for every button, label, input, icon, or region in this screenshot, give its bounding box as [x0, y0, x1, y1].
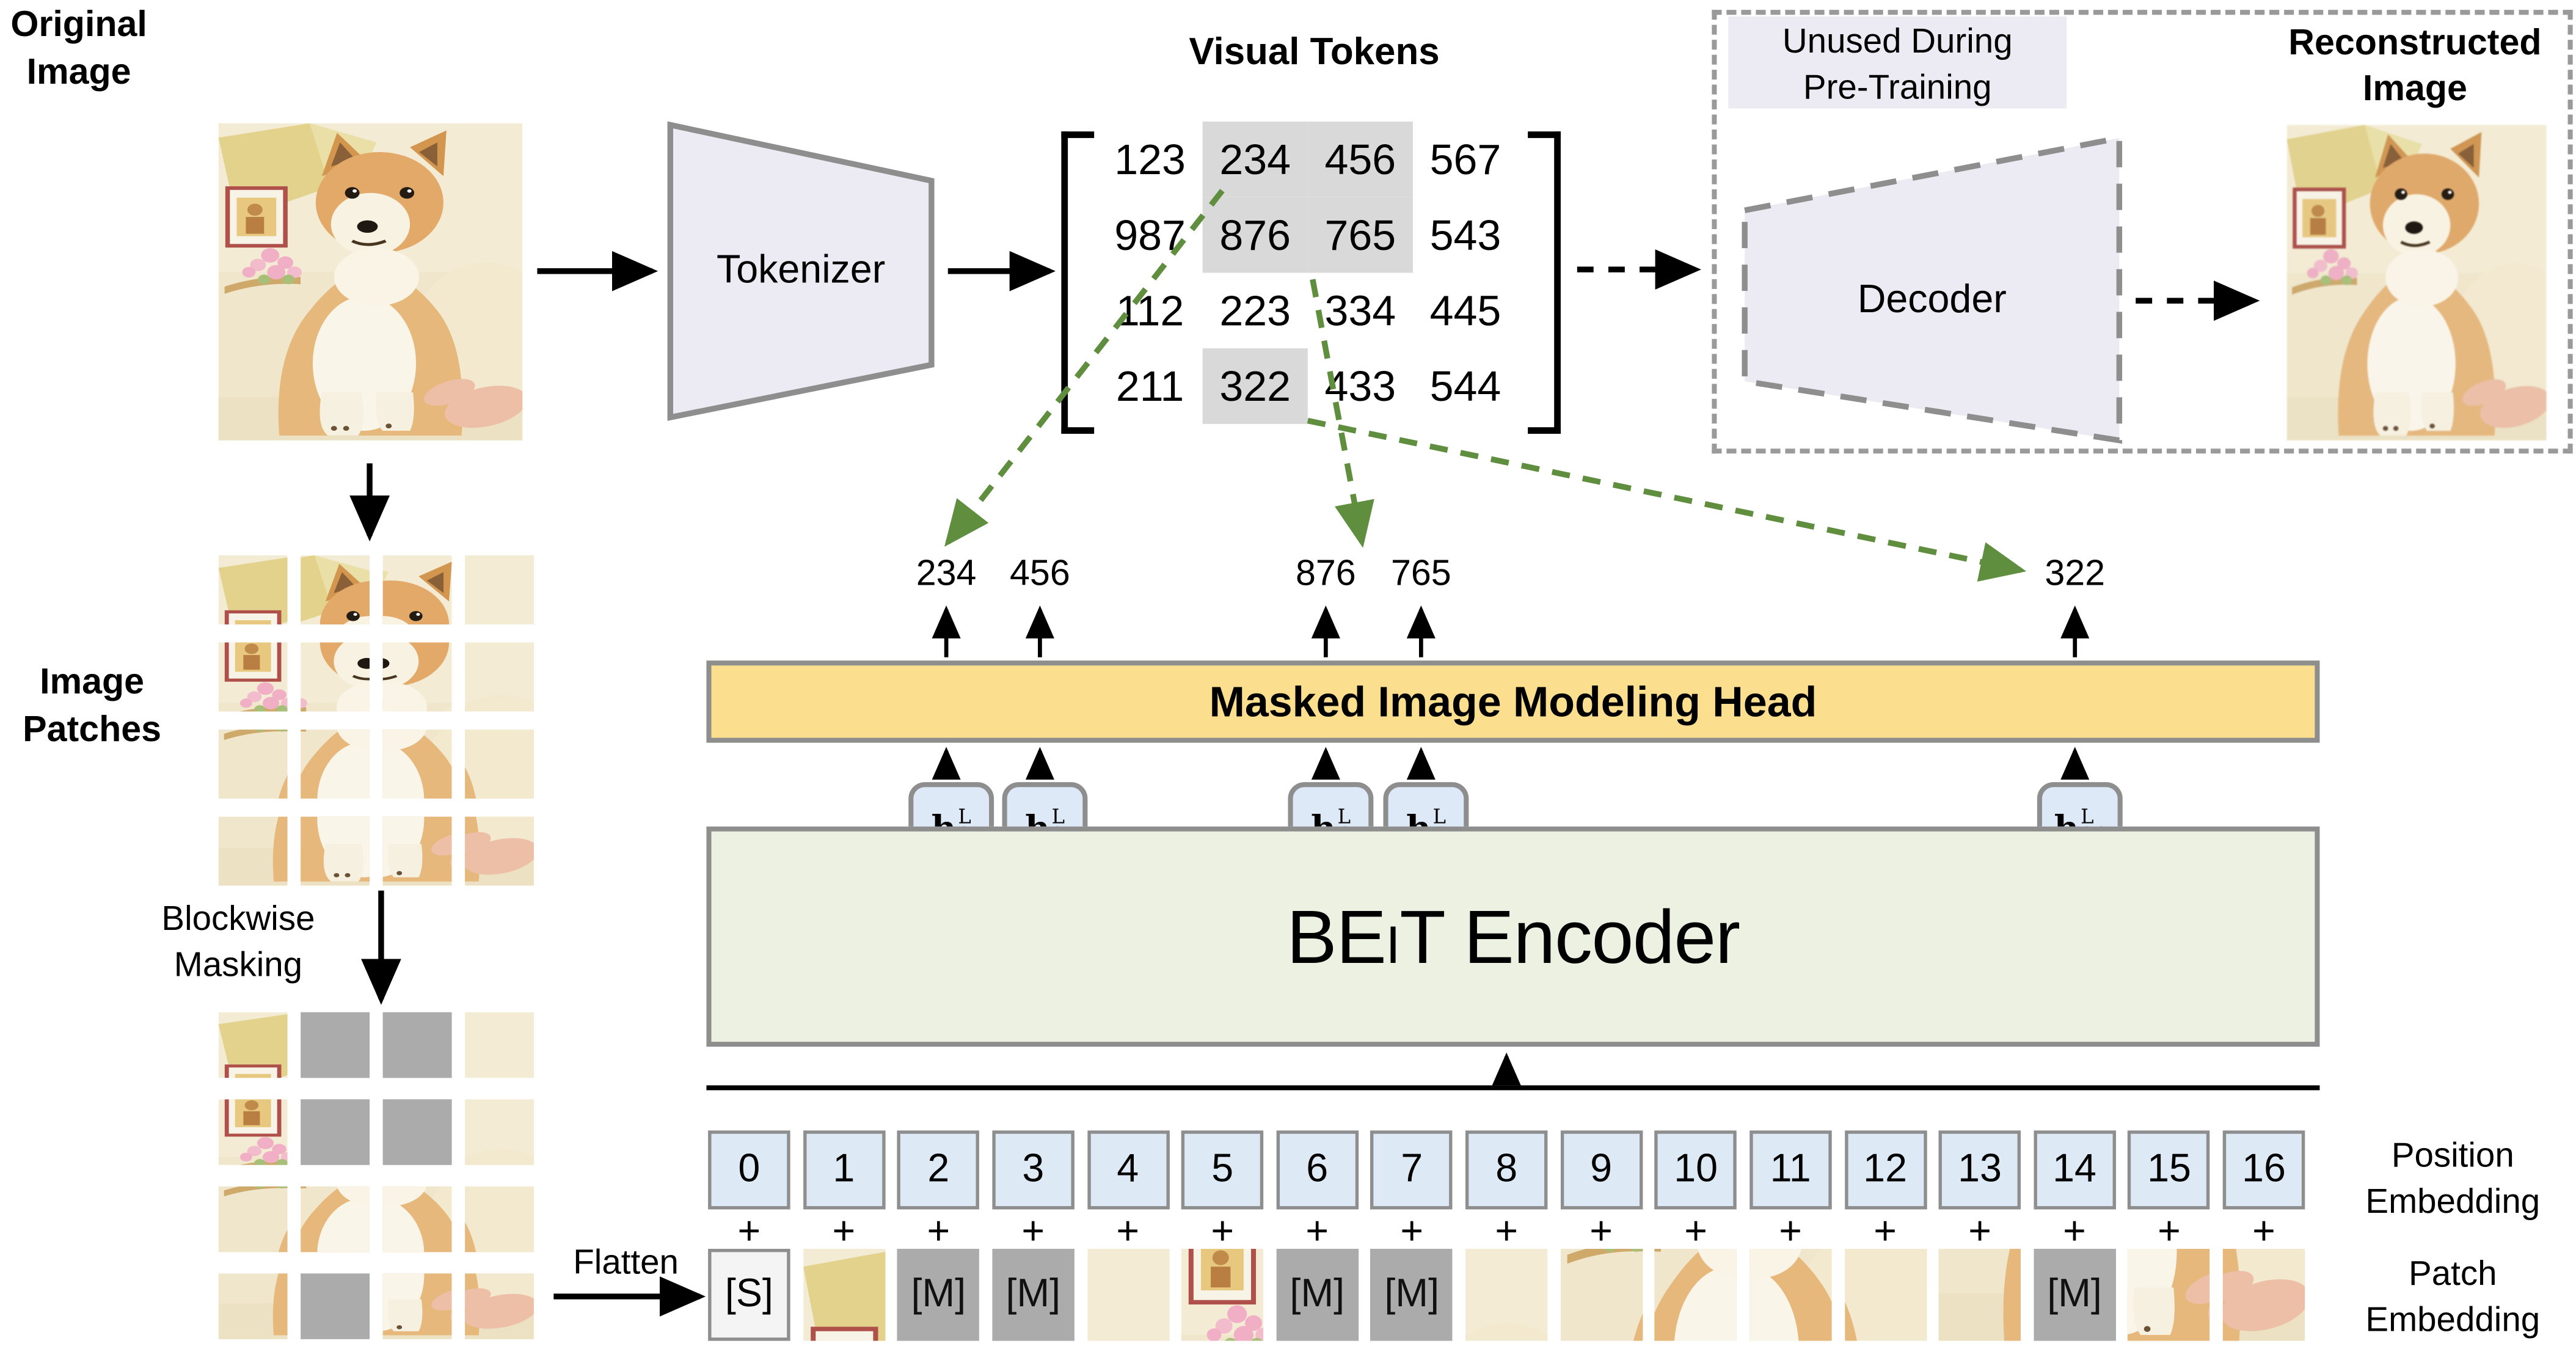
mask-token-cell: [M] [1275, 1248, 1359, 1341]
patch-embedding-thumb [1560, 1249, 1642, 1341]
mask-token-cell: [M] [897, 1248, 980, 1341]
position-cell: 9 [1560, 1130, 1643, 1210]
plus-sign: + [1305, 1209, 1329, 1254]
plus-sign: + [1684, 1209, 1707, 1254]
masked-patch [382, 1099, 452, 1165]
mask-token-cell: [M] [2033, 1248, 2116, 1341]
position-cell: 10 [1654, 1130, 1737, 1210]
decoder-label: Decoder [1857, 277, 2007, 323]
position-cell: 11 [1749, 1130, 1832, 1210]
plus-sign: + [1400, 1209, 1424, 1254]
patch-embedding-thumb [1087, 1249, 1169, 1341]
plus-sign: + [927, 1209, 950, 1254]
plus-sign: + [1874, 1209, 1897, 1254]
position-cell: 13 [1938, 1130, 2021, 1210]
token-value: 543 [1429, 209, 1501, 259]
position-cell: 2 [897, 1130, 980, 1210]
start-token-cell: [S] [708, 1248, 790, 1341]
patch-embedding-thumb [1750, 1249, 1831, 1341]
token-value-highlighted: 456 [1307, 122, 1413, 197]
position-cell: 0 [708, 1130, 790, 1210]
token-value: 567 [1429, 134, 1501, 183]
token-value: 223 [1219, 285, 1291, 335]
plus-sign: + [737, 1209, 761, 1254]
beit-encoder-label: BEIT Encoder [1286, 894, 1740, 979]
masked-patch [301, 1099, 370, 1165]
plus-sign: + [1211, 1209, 1235, 1254]
position-cell: 15 [2128, 1130, 2211, 1210]
position-cell: 6 [1275, 1130, 1359, 1210]
plus-sign: + [1968, 1209, 1991, 1254]
position-cell: 4 [1087, 1130, 1169, 1210]
position-cell: 14 [2033, 1130, 2116, 1210]
plus-row: + + + + + + + + + + + + + + + + + [708, 1209, 2305, 1254]
patch-embedding-thumb [1465, 1249, 1547, 1341]
mask-token-cell: [M] [1370, 1248, 1453, 1341]
predicted-token-456: 456 [1010, 552, 1070, 593]
plus-sign: + [832, 1209, 856, 1254]
tokenizer-shape [667, 121, 935, 421]
patch-embedding-thumb [1844, 1249, 1926, 1341]
mim-head-label: Masked Image Modeling Head [1209, 676, 1817, 726]
flatten-label: Flatten [573, 1243, 679, 1282]
plus-sign: + [1779, 1209, 1802, 1254]
position-cell: 8 [1465, 1130, 1548, 1210]
token-value-highlighted: 765 [1307, 197, 1413, 273]
predicted-token-876: 876 [1295, 552, 1356, 593]
position-cell: 7 [1370, 1130, 1453, 1210]
mask-token-cell: [M] [992, 1248, 1075, 1341]
position-embedding-row: 0 1 2 3 4 5 6 7 8 9 10 11 12 13 14 15 16 [708, 1130, 2305, 1210]
position-cell: 16 [2222, 1130, 2305, 1210]
mim-head: Masked Image Modeling Head [706, 660, 2320, 743]
pretrain-unused-box [1712, 10, 2573, 454]
patch-embedding-thumb [2128, 1249, 2210, 1341]
plus-sign: + [2252, 1209, 2275, 1254]
predicted-token-322: 322 [2045, 552, 2106, 593]
position-cell: 1 [803, 1130, 885, 1210]
beit-encoder: BEIT Encoder [706, 826, 2320, 1047]
masked-patch [301, 1273, 370, 1339]
predicted-token-765: 765 [1390, 552, 1451, 593]
token-value-highlighted: 234 [1202, 122, 1308, 197]
token-value: 123 [1114, 134, 1186, 183]
position-cell: 12 [1844, 1130, 1927, 1210]
patch-embedding-thumb [1181, 1249, 1263, 1341]
patch-embedding-thumb [803, 1249, 885, 1341]
visual-tokens-title: Visual Tokens [1189, 29, 1440, 73]
patch-embedding-thumb [1939, 1249, 2021, 1341]
position-cell: 5 [1181, 1130, 1264, 1210]
patch-embedding-row: [S] [M] [M] [M] [M] [M] [708, 1248, 2305, 1341]
plus-sign: + [2158, 1209, 2181, 1254]
patch-embedding-thumb [2223, 1249, 2305, 1341]
token-value: 445 [1429, 285, 1501, 335]
plus-sign: + [1495, 1209, 1519, 1254]
token-value: 544 [1429, 360, 1501, 411]
plus-sign: + [1116, 1209, 1140, 1254]
position-cell: 3 [992, 1130, 1075, 1210]
masked-patch [301, 1012, 370, 1078]
plus-sign: + [2063, 1209, 2086, 1254]
predicted-token-234: 234 [916, 552, 977, 593]
plus-sign: + [1589, 1209, 1613, 1254]
masked-patch [382, 1012, 452, 1078]
reconstructed-image-photo [2287, 125, 2547, 440]
tokenizer-label: Tokenizer [716, 248, 886, 293]
decoder-shape [1742, 134, 2123, 444]
patch-embedding-thumb [1655, 1249, 1737, 1341]
plus-sign: + [1021, 1209, 1045, 1254]
